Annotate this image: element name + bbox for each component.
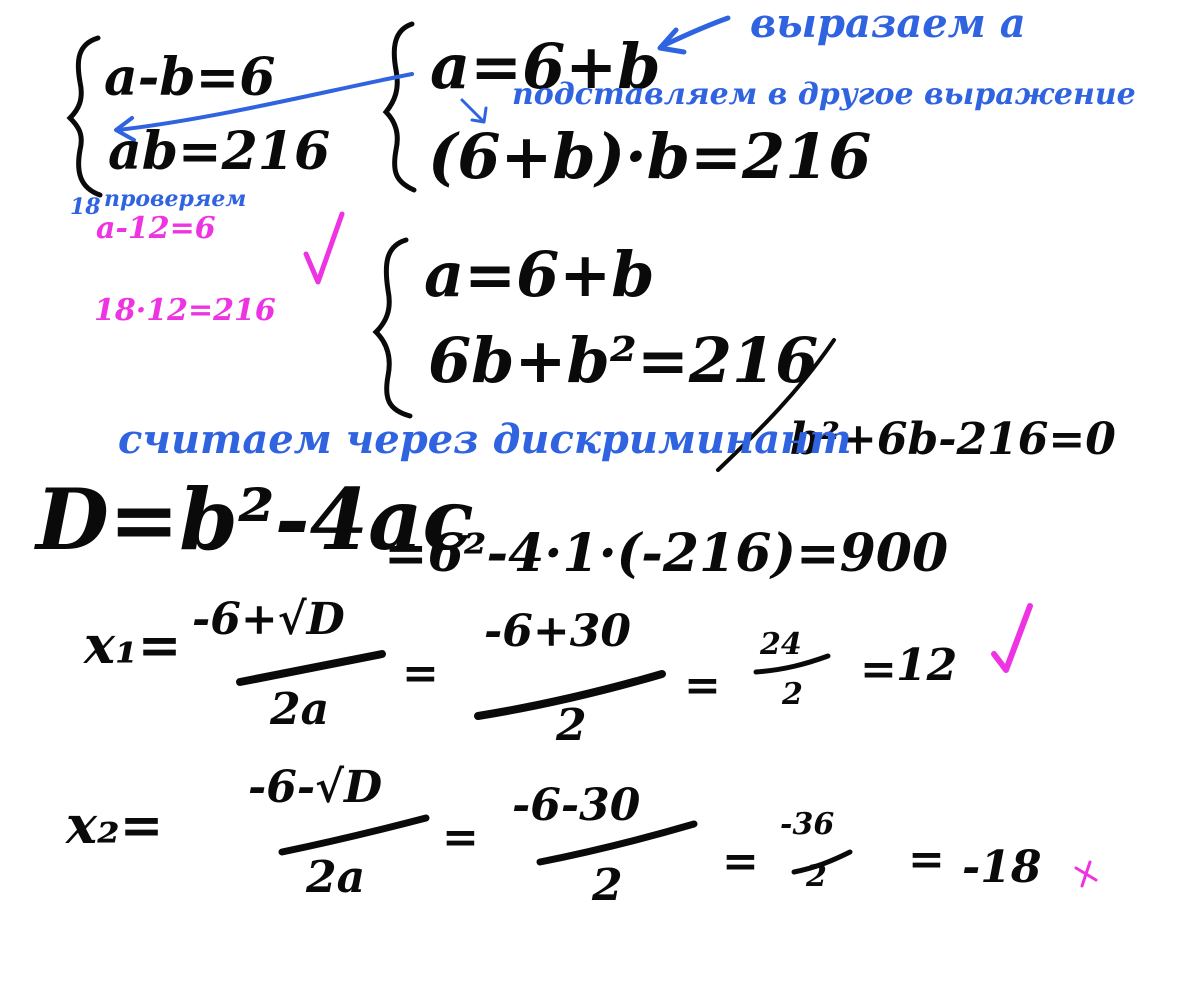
fraction-bar <box>236 650 386 686</box>
equals-sign: = <box>908 834 945 885</box>
root2-label: x₂= <box>66 795 164 856</box>
root1-denominator-2: 2 <box>556 700 587 751</box>
equals-sign: = <box>722 836 759 887</box>
check-value-a: 18 <box>70 194 101 220</box>
note-discriminant: считаем через дискриминант <box>118 416 852 463</box>
fraction-bar <box>791 849 853 875</box>
system3-eq1: a=6+b <box>424 238 655 311</box>
check-line-1: a-12=6 <box>96 211 216 246</box>
cross-icon <box>1074 860 1098 888</box>
root2-denominator-3: 2 <box>806 859 827 894</box>
root1-numerator: -6+√D <box>192 594 345 645</box>
brace-system-2 <box>382 21 417 193</box>
discriminant-substitution: =6²-4·1·(-216)=900 <box>384 523 949 584</box>
check-mark-icon <box>991 603 1033 673</box>
arrow-substitute-back <box>116 72 414 132</box>
root2-result: -18 <box>962 842 1042 893</box>
equals-sign: = <box>402 648 439 699</box>
brace-system-3 <box>372 237 413 419</box>
equals-sign: = <box>860 644 897 695</box>
equals-sign: = <box>684 660 721 711</box>
root2-numerator-2: -6-30 <box>512 780 641 831</box>
root2-denominator: 2a <box>306 852 366 903</box>
fraction-bar <box>278 814 430 856</box>
system1-eq2: ab=216 <box>108 121 331 182</box>
root2-numerator-3: -36 <box>780 807 835 842</box>
check-mark-icon <box>303 211 345 285</box>
root1-denominator: 2a <box>270 684 330 735</box>
system1-eq1: a-b=6 <box>104 47 276 108</box>
root1-numerator-3: 24 <box>760 627 802 662</box>
root1-numerator-2: -6+30 <box>484 606 631 657</box>
check-label: проверяем <box>104 186 247 212</box>
root1-result: 12 <box>896 640 958 691</box>
check-line-2: 18·12=216 <box>94 293 276 328</box>
root1-denominator-3: 2 <box>782 677 803 712</box>
brace-system-1 <box>66 35 103 198</box>
discriminant-formula: D=b²-4ac <box>36 470 474 569</box>
equals-sign: = <box>442 812 479 863</box>
fraction-bar <box>753 653 831 675</box>
rewrite-slash-line <box>716 338 836 472</box>
note-express-a: выразаем a <box>750 0 1026 47</box>
system3-rewritten: b²+6b-216=0 <box>790 414 1116 465</box>
root1-label: x₁= <box>84 615 182 676</box>
fraction-bar <box>536 820 698 866</box>
arrow-substitute-down <box>460 98 484 122</box>
root2-numerator: -6-√D <box>248 762 383 813</box>
fraction-bar <box>474 670 666 720</box>
system2-eq2: (6+b)·b=216 <box>428 120 872 193</box>
system2-eq1: a=6+b <box>430 30 661 103</box>
root2-denominator-2: 2 <box>592 860 623 911</box>
note-substitute: подставляем в другое выражение <box>512 77 1136 112</box>
system3-eq2: 6b+b²=216 <box>428 324 819 397</box>
